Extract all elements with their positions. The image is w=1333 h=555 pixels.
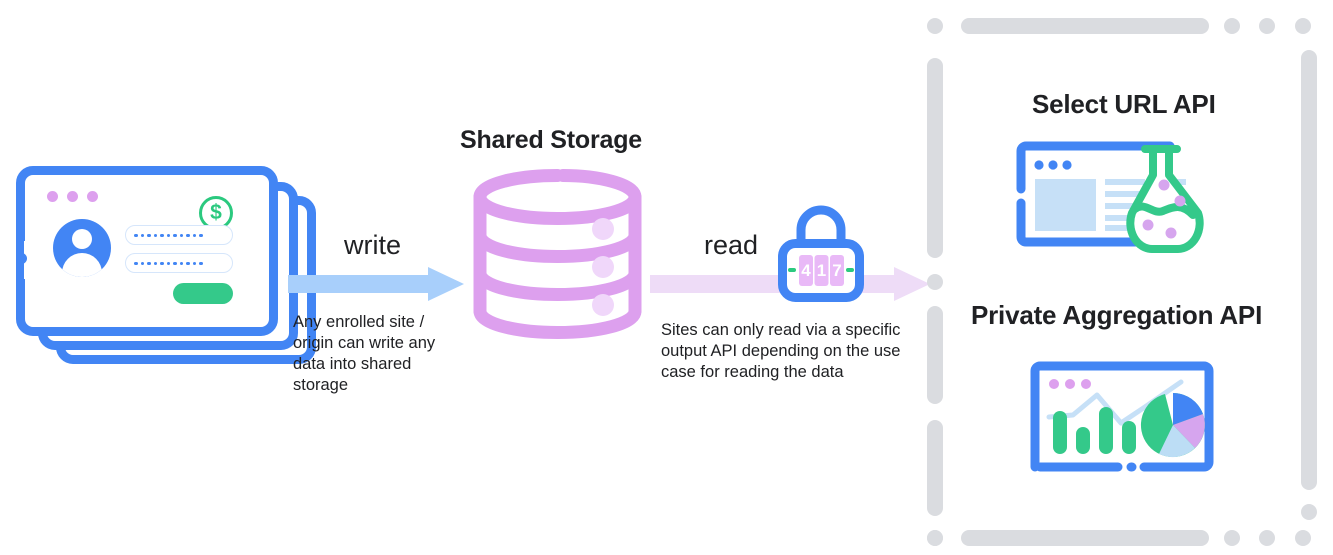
password-masked-value [134,261,203,265]
panel-border-dash [927,306,943,404]
write-label: write [344,230,402,260]
avatar [53,219,111,277]
submit-button[interactable] [173,283,233,304]
panel-border-dash [1301,50,1317,490]
panel-border-dot [927,18,943,34]
window-dot-icon [67,191,78,202]
combination-lock-icon: 4 1 7 [778,203,864,302]
panel-border-dot [927,530,943,546]
username-masked-value [134,233,203,237]
panel-border-dot [1301,504,1317,520]
password-field[interactable] [125,253,233,273]
panel-border-dash [927,420,943,516]
window-controls [47,191,98,202]
source-sites-stack: $ [16,166,316,366]
window-dot-icon [47,191,58,202]
panel-border-dot [1224,530,1240,546]
write-arrow-icon [288,266,464,307]
panel-border-dot [1259,530,1275,546]
lock-digit-1: 4 [801,261,811,280]
lock-digit-2: 1 [817,261,826,280]
card-edge-gap [24,241,35,279]
select-url-api-icon [1012,137,1228,255]
panel-border-dash [927,58,943,258]
panel-border-dot [1259,18,1275,34]
window-dot-icon [87,191,98,202]
select-url-api-title: Select URL API [1032,89,1216,119]
panel-border-dash [961,18,1209,34]
read-label: read [704,230,759,260]
panel-border-dot [1295,18,1311,34]
username-field[interactable] [125,225,233,245]
read-caption: Sites can only read via a specific outpu… [661,321,901,381]
browser-card-front: $ [16,166,278,336]
panel-border-dot [1224,18,1240,34]
lock-digit-3: 7 [832,261,841,280]
card-edge-dot-icon [16,253,27,264]
private-aggregation-api-title: Private Aggregation API [971,300,1263,330]
avatar-body [62,253,102,277]
panel-border-dot [927,274,943,290]
panel-border-dash [961,530,1209,546]
output-apis-panel [921,6,1329,549]
private-aggregation-api-icon [1026,357,1218,481]
shared-storage-cylinder-icon [470,168,645,350]
avatar-head [72,229,92,249]
panel-border-dot [1295,530,1311,546]
shared-storage-title: Shared Storage [460,126,642,154]
write-caption: Any enrolled site / origin can write any… [293,313,436,394]
